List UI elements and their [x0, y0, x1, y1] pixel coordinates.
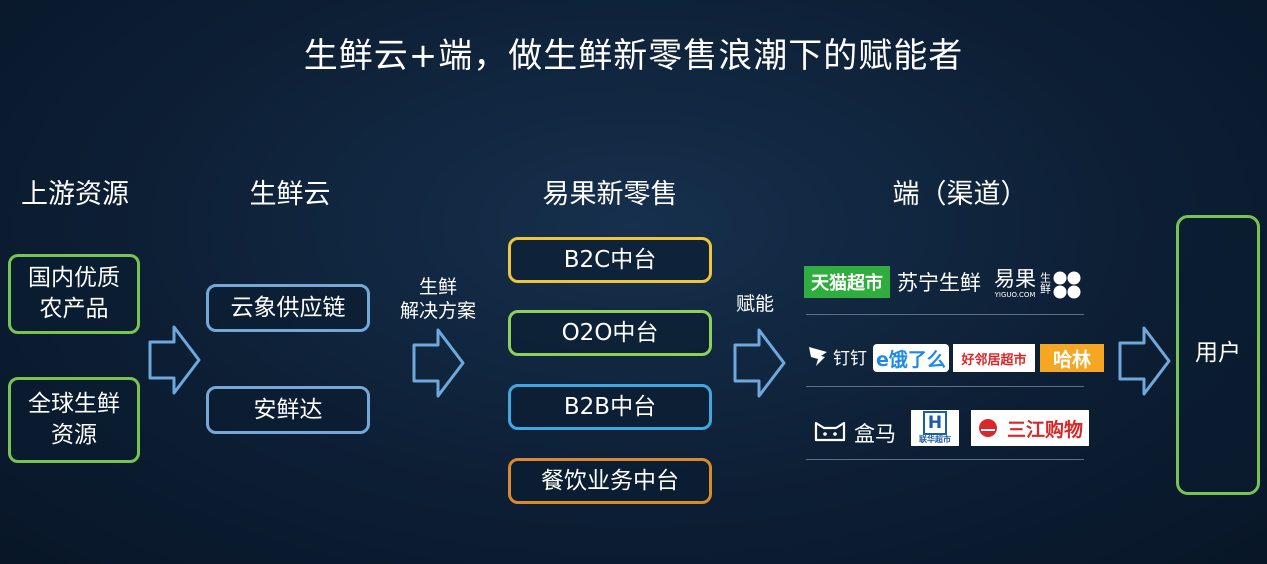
box-domestic-produce-label: 国内优质 农产品: [28, 265, 120, 322]
box-b2c-platform: B2C中台: [508, 237, 712, 283]
heading-cloud: 生鲜云: [249, 179, 331, 210]
divider-row-1: [806, 314, 1084, 315]
box-anxianda: 安鲜达: [206, 386, 370, 434]
box-anxianda-label: 安鲜达: [253, 396, 323, 423]
arrow-cloud-to-yiguo: [412, 327, 466, 399]
logo-tmall-supermarket: 天猫超市: [804, 266, 890, 298]
page-title: 生鲜云+端，做生鲜新零售浪潮下的赋能者: [303, 36, 964, 76]
logo-suning-text: 苏宁生鲜: [897, 271, 981, 295]
logo-yiguo-domain: YIGUO.COM: [994, 290, 1036, 299]
logo-yiguo-text: 易果: [994, 266, 1036, 291]
logo-lianhua: H 联华超市: [911, 410, 959, 446]
heading-yiguo: 易果新零售: [542, 179, 678, 210]
label-empower: 赋能: [735, 293, 774, 315]
sanjiang-mark-icon: [979, 419, 997, 437]
logo-halin-text: 哈林: [1052, 348, 1091, 371]
logo-dingtalk: 钉钉: [830, 343, 870, 369]
arrow-channels-to-user: [1118, 325, 1172, 397]
logo-haolinju-text: 好邻居超市: [961, 352, 1027, 368]
logo-yiguo-fresh-tag: 生鲜: [1038, 268, 1052, 298]
box-user: 用户: [1176, 215, 1260, 495]
box-yunxiang-label: 云象供应链: [230, 294, 346, 321]
label-fresh-solution: 生鲜 解决方案: [399, 276, 476, 322]
box-global-fresh: 全球生鲜 资源: [8, 377, 140, 463]
box-b2c-label: B2C中台: [563, 246, 657, 273]
logo-tmall-text: 天猫超市: [811, 273, 883, 294]
box-catering-platform: 餐饮业务中台: [508, 458, 712, 504]
heading-channels: 端（渠道）: [892, 179, 1028, 210]
logo-yiguo-mark-icon: [1052, 270, 1082, 300]
logo-suning-fresh: 苏宁生鲜: [894, 266, 984, 298]
logo-yiguo-fresh-text: 生鲜: [1038, 272, 1052, 294]
box-global-fresh-label: 全球生鲜 资源: [28, 391, 120, 448]
box-o2o-label: O2O中台: [561, 319, 659, 346]
box-domestic-produce: 国内优质 农产品: [8, 254, 140, 334]
logo-haolinju: 好邻居超市: [953, 344, 1035, 372]
box-yunxiang-supply-chain: 云象供应链: [206, 284, 370, 332]
box-user-label: 用户: [1195, 340, 1241, 366]
dingtalk-icon: [806, 343, 830, 369]
logo-lianhua-text: 联华超市: [919, 435, 951, 444]
logo-yiguo: 易果 YIGUO.COM: [990, 264, 1040, 302]
logo-hema-text: 盒马: [854, 422, 896, 446]
box-b2b-label: B2B中台: [563, 393, 657, 420]
arrow-upstream-to-cloud: [148, 324, 202, 396]
logo-eleme: e饿了么: [873, 344, 949, 372]
divider-row-2: [806, 386, 1084, 387]
logo-eleme-text: e饿了么: [876, 348, 946, 371]
divider-row-3: [806, 459, 1084, 460]
logo-dingtalk-text: 钉钉: [833, 348, 867, 369]
logo-sanjiang: 三江购物: [971, 410, 1089, 446]
logo-sanjiang-text: 三江购物: [1007, 418, 1084, 441]
box-b2b-platform: B2B中台: [508, 384, 712, 430]
arrow-yiguo-to-channels: [733, 327, 787, 399]
box-catering-label: 餐饮业务中台: [541, 467, 679, 494]
heading-upstream: 上游资源: [21, 179, 129, 210]
logo-lianhua-mark: H: [922, 411, 948, 435]
hema-icon: [812, 420, 848, 446]
logo-halin: 哈林: [1040, 344, 1104, 372]
box-o2o-platform: O2O中台: [508, 310, 712, 356]
logo-hema: 盒马: [850, 418, 900, 448]
